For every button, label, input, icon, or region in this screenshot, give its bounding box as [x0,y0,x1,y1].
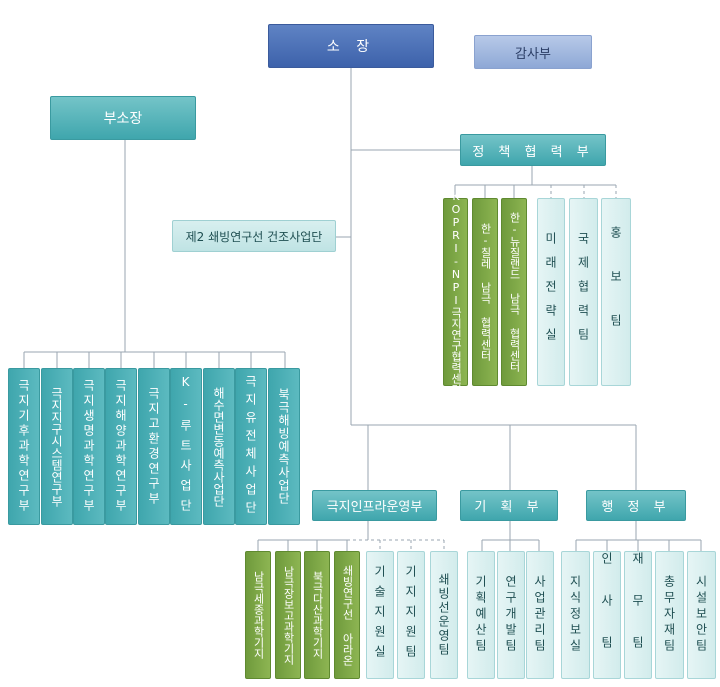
research-division: 북극해빙예측사업단 [268,368,300,525]
planning-unit: 사업관리팀 [526,551,554,679]
policy-unit: 한-칠레 남극 협력센터 [472,198,498,386]
audit-box: 감사부 [474,35,592,69]
infra-unit: 기지지원팀 [397,551,425,679]
policy-dept-box: 정 책 협 력 부 [460,134,606,166]
planning-dept-box: 기 획 부 [460,490,558,521]
infra-dept-box: 극지인프라운영부 [312,490,437,521]
director-box: 소 장 [268,24,434,68]
admin-unit: 시설보안팀 [687,551,716,679]
research-division: 해수면변동예측사업단 [203,368,235,525]
research-division: 극지고환경연구부 [138,368,170,525]
policy-unit: 홍보팀 [601,198,631,386]
admin-unit: 재무팀 [624,551,652,679]
policy-unit: 한-뉴질랜드 남극 협력센터 [501,198,527,386]
admin-unit: 인사팀 [593,551,621,679]
infra-unit: 쇄빙연구선 아라온 [334,551,360,679]
icebreaker-project-box: 제2 쇄빙연구선 건조사업단 [172,220,336,252]
research-division: 극지생명과학연구부 [73,368,105,525]
admin-dept-box: 행 정 부 [586,490,686,521]
infra-unit: 남극장보고과학기지 [275,551,301,679]
policy-unit: 국제협력팀 [569,198,598,386]
vice-director-box: 부소장 [50,96,196,140]
policy-unit: KOPRI-NPI극지연구협력센터 [443,190,468,395]
research-division: 극지유전체사업단 [235,368,267,525]
research-division: 극지기후과학연구부 [8,368,40,525]
infra-unit: 북극다산과학기지 [304,551,330,679]
infra-unit: 쇄빙선운영팀 [430,551,458,679]
infra-unit: 남극세종과학기지 [245,551,271,679]
infra-unit: 기술지원실 [366,551,394,679]
policy-unit: 미래전략실 [537,198,565,386]
research-division: K-루트사업단 [170,368,202,525]
planning-unit: 기획예산팀 [467,551,495,679]
planning-unit: 연구개발팀 [497,551,525,679]
admin-unit: 총무자재팀 [655,551,684,679]
research-division: 극지해양과학연구부 [105,368,137,525]
research-division: 극지지구시스템연구부 [41,368,73,525]
admin-unit: 지식정보실 [561,551,590,679]
